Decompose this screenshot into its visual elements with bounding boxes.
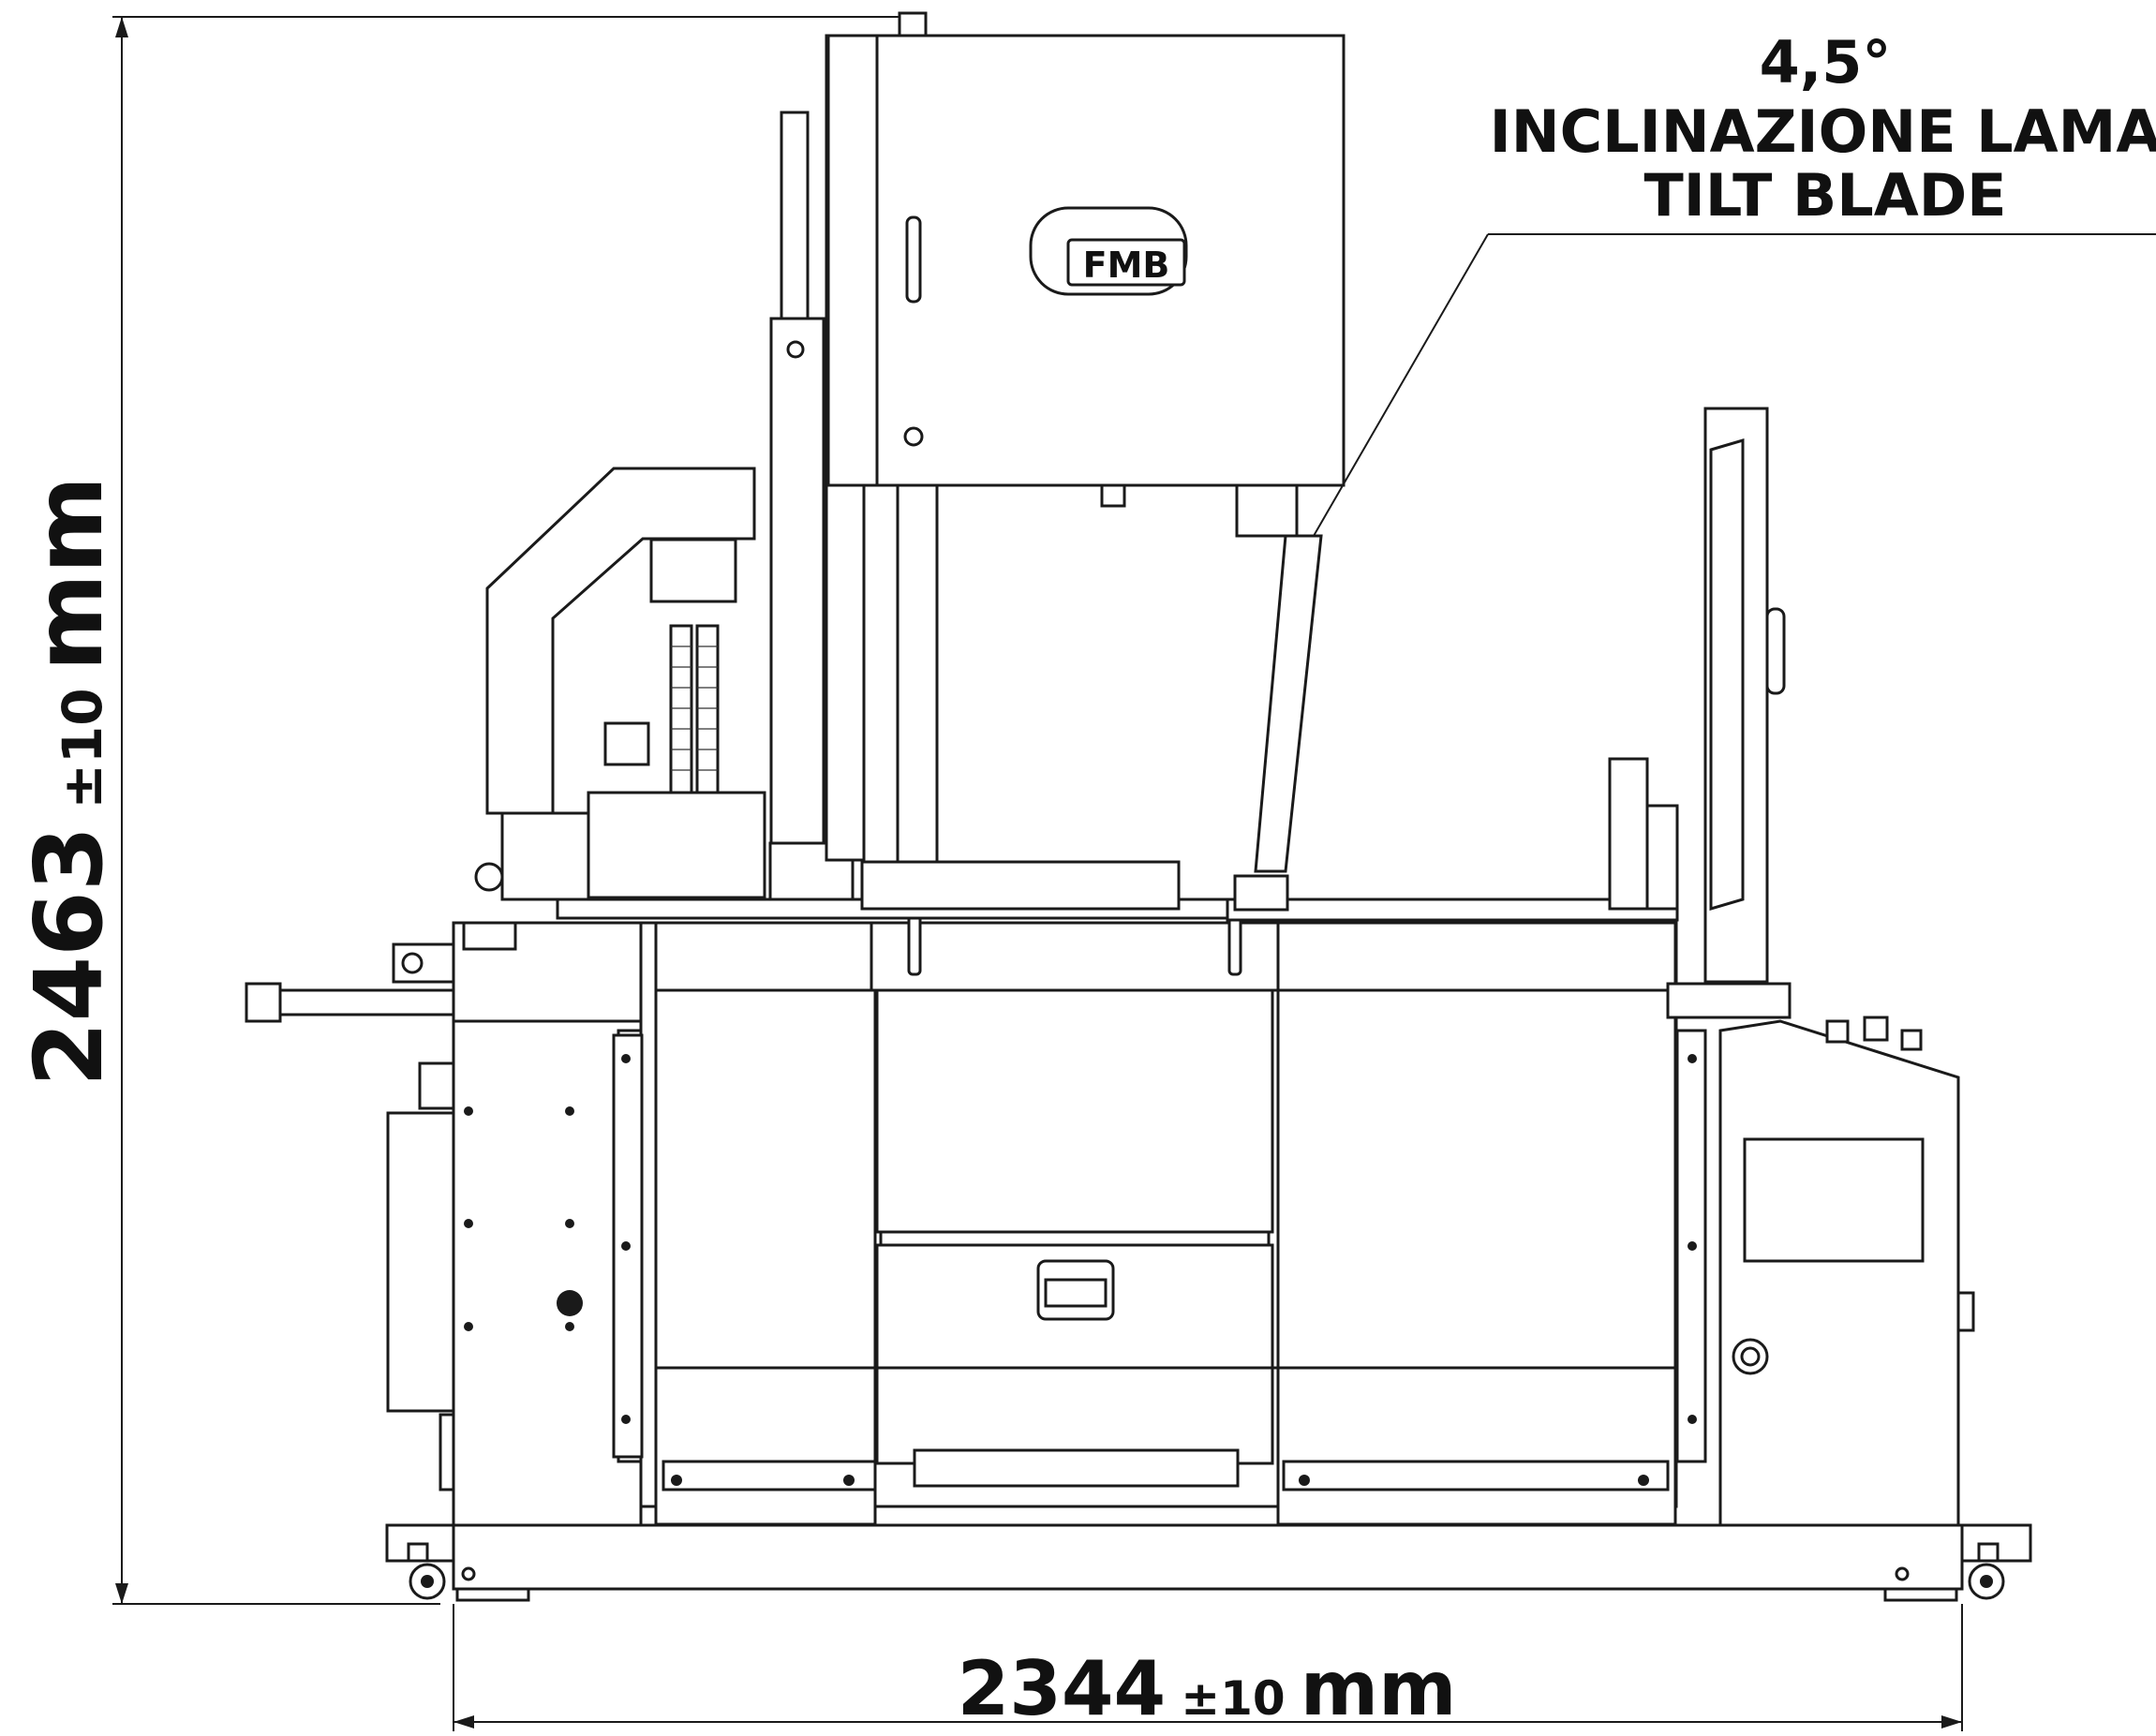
callout-line1: INCLINAZIONE LAMA (1490, 97, 2156, 166)
width-unit: mm (1301, 1645, 1457, 1732)
caster-wheel-right (1968, 1542, 2005, 1600)
left-outfeed-arm (245, 942, 455, 1023)
right-guard-door (1608, 407, 1792, 1019)
width-dimension: 2344 ±10 mm (453, 1604, 1963, 1732)
tilt-callout: 4,5° INCLINAZIONE LAMA TILT BLADE (1289, 28, 2156, 575)
height-tolerance: ±10 (51, 688, 114, 809)
central-frame (612, 907, 1707, 1526)
svg-text:2344±10mm: 2344 ±10 mm (958, 1645, 1457, 1732)
caster-wheel-left (407, 1542, 446, 1600)
width-value: 2344 (958, 1645, 1167, 1732)
callout-angle: 4,5° (1760, 28, 1892, 96)
height-dimension: 2463 ±10 mm (14, 16, 900, 1605)
svg-text:2463±10mm: 2463 ±10 mm (14, 476, 124, 1087)
blade-guide-arm (1233, 534, 1323, 912)
drawer-handle (1036, 1259, 1115, 1321)
callout-line2: TILT BLADE (1643, 161, 2006, 230)
fmb-logo: FMB (1029, 206, 1188, 296)
width-tolerance: ±10 (1181, 1671, 1285, 1726)
height-unit: mm (14, 476, 124, 671)
vise-assembly (474, 467, 766, 901)
left-cabinet (386, 921, 643, 1527)
logo-text: FMB (1083, 245, 1170, 286)
upper-blade-housing: FMB (826, 11, 1346, 538)
work-table (462, 860, 1679, 951)
right-control-cabinet (1718, 1016, 1975, 1527)
spring-left (669, 624, 693, 796)
spring-right (695, 624, 720, 796)
height-value: 2463 (14, 826, 124, 1087)
machine-base (385, 1523, 2032, 1602)
